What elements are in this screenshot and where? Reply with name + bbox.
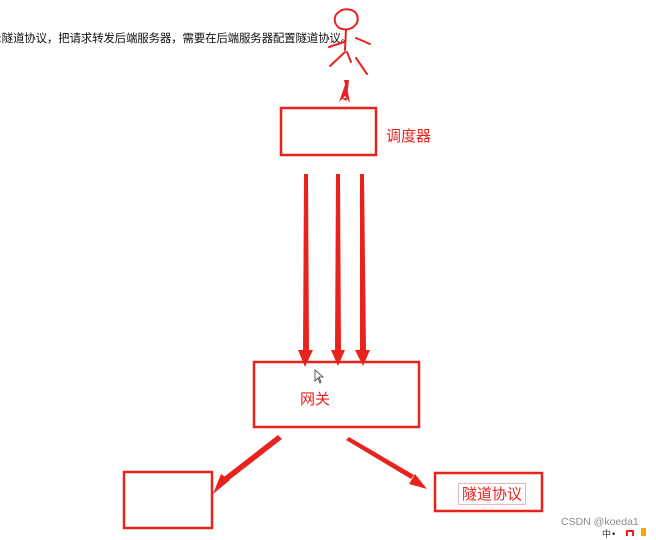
user-arrow <box>341 80 349 101</box>
tunnel-protocol-label: 隧道协议 <box>458 483 527 505</box>
header-text: :隧道协议，把请求转发后端服务器，需要在后端服务器配置隧道协议。 <box>0 31 352 45</box>
scheduler-label: 调度器 <box>386 127 432 145</box>
gateway-to-tunnel-arrow <box>346 437 427 489</box>
corner-red-icon <box>626 530 634 536</box>
ime-indicator: 中• <box>602 530 617 540</box>
gateway-label: 网关 <box>300 390 331 408</box>
corner-yellow-icon <box>641 528 646 536</box>
gateway-to-left-arrow <box>213 435 282 494</box>
cursor-icon <box>314 369 325 384</box>
backend-server-box <box>122 470 214 530</box>
tunnel-protocol-box <box>433 471 544 513</box>
gateway-box <box>252 360 421 429</box>
scheduler-box <box>279 106 378 157</box>
csdn-watermark: CSDN @koeda1 <box>561 516 639 528</box>
scheduler-to-gateway-arrows <box>298 174 370 367</box>
user-stick-figure <box>328 8 371 75</box>
